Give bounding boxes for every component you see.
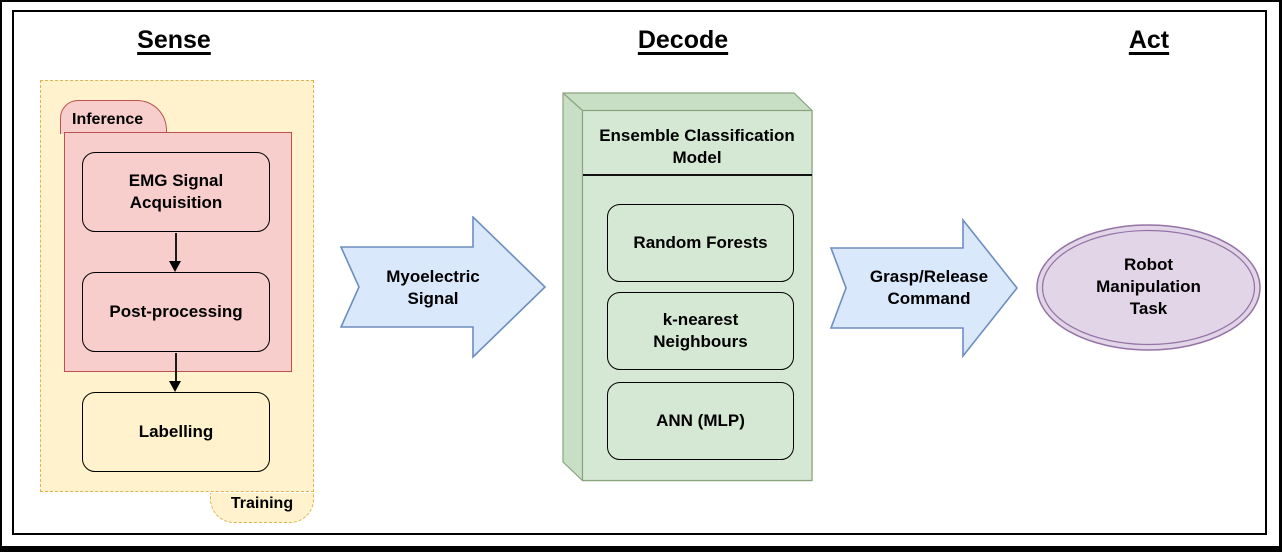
model-ann-mlp: ANN (MLP)	[607, 382, 794, 460]
column-header-sense: Sense	[137, 26, 211, 54]
arrow-grasp-release-icon	[830, 218, 1019, 358]
model-ann-label: ANN (MLP)	[656, 411, 745, 430]
ensemble-model-title-divider	[583, 174, 812, 176]
ensemble-model-title: Ensemble Classification Model	[599, 126, 795, 167]
connector-post-to-labelling-line	[175, 353, 177, 383]
model-random-forests: Random Forests	[607, 204, 794, 282]
node-post-processing: Post-processing	[82, 272, 270, 352]
model-knn-label: k-nearest Neighbours	[653, 310, 748, 351]
arrow-myoelectric-shape	[340, 216, 547, 359]
inference-group-tab: Inference	[60, 100, 167, 134]
training-group-tab: Training	[210, 493, 314, 523]
node-emg-signal-acquisition: EMG Signal Acquisition	[82, 152, 270, 232]
arrow-grasp-release-label: Grasp/Release Command	[869, 267, 989, 308]
robot-task-label: Robot Manipulation Task	[1096, 255, 1201, 318]
arrow-grasp-release-shape	[830, 218, 1019, 358]
inference-group-label: Inference	[72, 111, 144, 128]
arrow-myoelectric-signal-label: Myoelectric Signal	[386, 267, 480, 308]
node-labelling: Labelling	[82, 392, 270, 472]
training-group-label: Training	[230, 495, 294, 512]
node-post-label: Post-processing	[109, 302, 243, 321]
model-k-nearest-neighbours: k-nearest Neighbours	[607, 292, 794, 370]
node-emg-label: EMG Signal Acquisition	[128, 171, 224, 212]
robot-task-ellipse-inner	[1041, 229, 1256, 346]
robot-task-ellipse	[1036, 224, 1261, 351]
arrow-myoelectric-signal-icon	[340, 216, 547, 359]
robot-task-ellipse-outer	[1036, 224, 1261, 351]
connector-emg-to-post-line	[175, 233, 177, 263]
diagram-border-frame	[12, 10, 1267, 535]
connector-post-to-labelling-arrowhead-icon	[169, 381, 181, 392]
node-labelling-label: Labelling	[138, 422, 214, 441]
column-header-decode: Decode	[637, 26, 729, 54]
model-random-forests-label: Random Forests	[633, 233, 768, 252]
connector-emg-to-post-arrowhead-icon	[169, 261, 181, 272]
cube-corner-edge	[562, 92, 583, 111]
column-header-act: Act	[1128, 26, 1170, 54]
